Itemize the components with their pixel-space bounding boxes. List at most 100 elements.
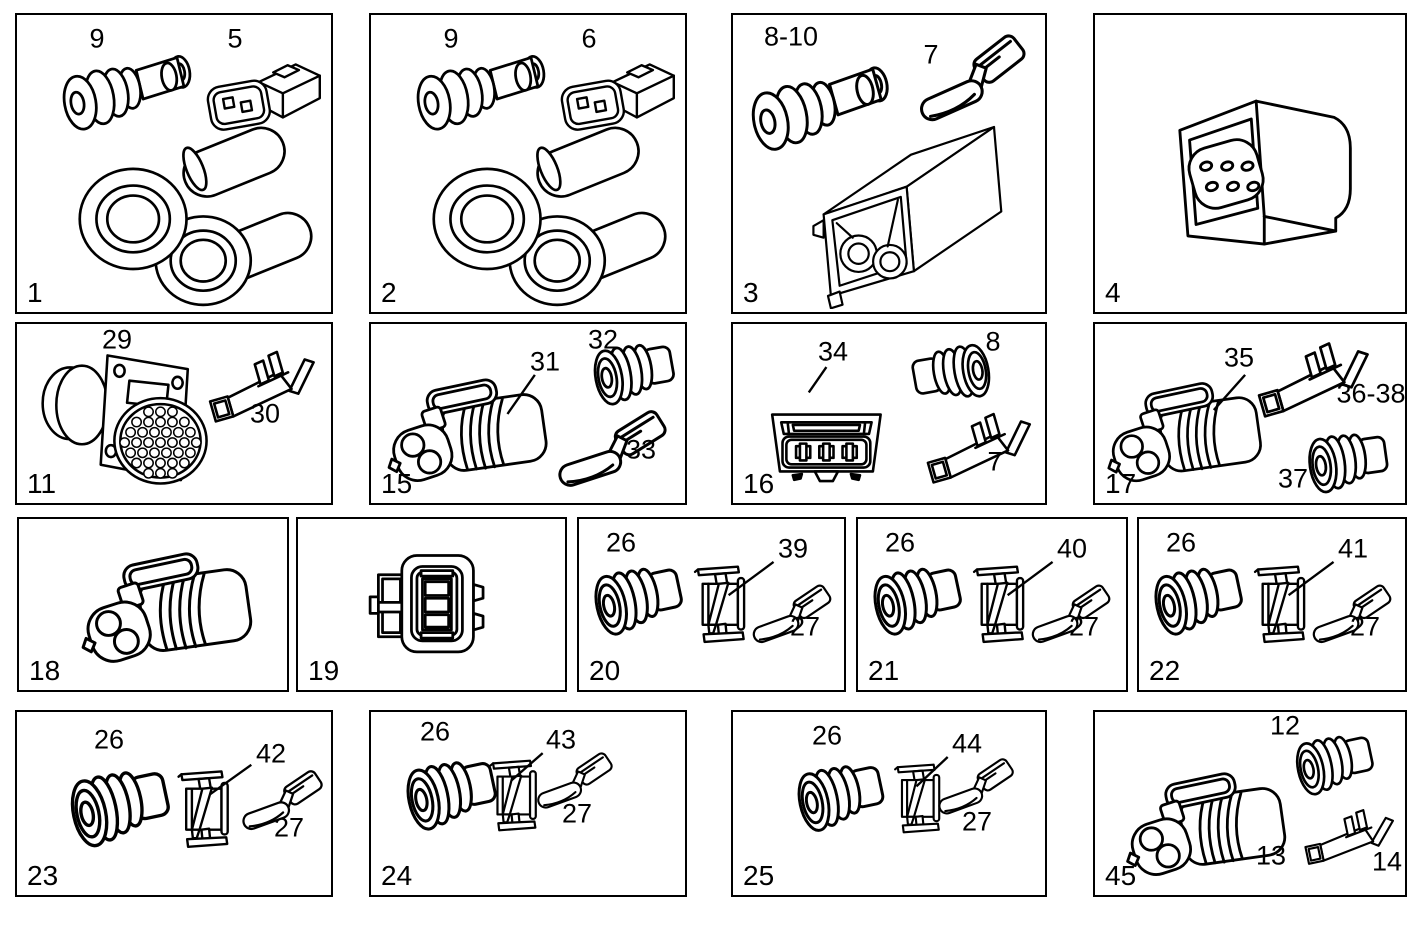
part-ref-label: 26 <box>811 720 843 751</box>
part-ref-label: 7 <box>923 39 939 70</box>
part-ref-label: 27 <box>1068 611 1100 642</box>
part-ref-label: 9 <box>443 23 459 54</box>
sleeve-connector-drawing <box>972 565 1025 644</box>
part-ref-label: 7 <box>987 446 1003 477</box>
panel-art <box>1125 728 1400 881</box>
round-seal-drawing <box>589 559 688 639</box>
panel-art <box>746 15 1045 310</box>
part-ref-label: 29 <box>101 324 133 355</box>
panel-number-label: 23 <box>27 860 59 891</box>
cable-seal-drawing <box>58 53 198 134</box>
panel-20: 26 39 27 20 <box>577 517 846 692</box>
2-way-housing-drawing <box>812 125 1003 310</box>
part-ref-label: 14 <box>1371 846 1403 877</box>
leader-line <box>1212 374 1246 411</box>
panel-number-label: 45 <box>1105 860 1137 891</box>
part-ref-label: 41 <box>1337 533 1369 564</box>
panel-art <box>41 341 324 485</box>
panel-art <box>589 559 839 646</box>
round-seal-drawing <box>909 340 995 409</box>
round-seal-drawing <box>401 752 502 834</box>
panel-number-label: 21 <box>868 655 900 686</box>
double-cable-boot-drawing <box>78 125 318 307</box>
3-way-connector-drawing <box>770 413 882 483</box>
round-seal-drawing <box>65 762 175 851</box>
part-ref-label: 43 <box>545 724 577 755</box>
panel-art <box>770 340 1040 484</box>
box-terminal-drawing <box>918 403 1040 484</box>
leader-line <box>506 374 536 415</box>
panel-number-label: 20 <box>589 655 621 686</box>
part-ref-label: 26 <box>419 716 451 747</box>
part-ref-label: 42 <box>255 738 287 769</box>
part-ref-label: 37 <box>1277 463 1309 494</box>
panel-1: 9 5 1 <box>15 13 333 314</box>
part-ref-label: 26 <box>1165 527 1197 558</box>
panel-18: 18 <box>17 517 289 692</box>
sleeve-connector-drawing <box>1253 565 1306 644</box>
part-ref-label: 8 <box>985 326 1001 357</box>
panel-art <box>401 748 620 834</box>
double-cable-boot-drawing <box>432 125 672 307</box>
panel-art <box>412 53 676 307</box>
panel-number-label: 1 <box>27 277 43 308</box>
part-ref-label: 26 <box>93 724 125 755</box>
panel-19: 19 <box>296 517 567 692</box>
panel-art <box>1106 332 1392 496</box>
part-ref-label: 39 <box>777 533 809 564</box>
part-ref-label: 44 <box>951 728 983 759</box>
part-ref-label: 31 <box>529 346 561 377</box>
panel-art <box>58 53 322 307</box>
part-ref-label: 30 <box>249 398 281 429</box>
3-way-connector-front-drawing <box>368 553 485 654</box>
part-ref-label: 40 <box>1056 533 1088 564</box>
6-way-connector-drawing <box>1178 99 1352 246</box>
panel-number-label: 24 <box>381 860 413 891</box>
part-ref-label: 6 <box>581 23 597 54</box>
flanged-multipin-connector-drawing <box>41 354 208 485</box>
part-ref-label: 26 <box>605 527 637 558</box>
panel-number-label: 2 <box>381 277 397 308</box>
2-way-tower-connector-drawing <box>80 550 255 668</box>
round-seal-drawing <box>1149 559 1248 639</box>
part-ref-label: 27 <box>961 806 993 837</box>
panel-25: 26 44 27 25 <box>731 710 1047 897</box>
panel-number-label: 17 <box>1105 468 1137 499</box>
cable-seal-drawing <box>412 53 552 134</box>
2-way-tower-connector-drawing <box>386 376 550 487</box>
sleeve-connector-drawing <box>693 565 746 644</box>
leader-line <box>1006 561 1054 597</box>
part-ref-label: 27 <box>789 611 821 642</box>
part-ref-label: 9 <box>89 23 105 54</box>
sleeve-connector-drawing <box>893 763 941 834</box>
part-ref-label: 36-38 <box>1336 378 1406 409</box>
panel-number-label: 19 <box>308 655 340 686</box>
leader-line <box>510 752 544 782</box>
2-way-plug-drawing <box>204 63 322 134</box>
part-ref-label: 5 <box>227 23 243 54</box>
part-ref-label: 12 <box>1269 710 1301 741</box>
part-ref-label: 32 <box>587 324 619 355</box>
panel-art <box>65 762 331 851</box>
panel-2: 9 6 2 <box>369 13 687 314</box>
cable-seal-drawing <box>746 64 898 155</box>
2-way-plug-drawing <box>558 63 676 134</box>
panel-art <box>868 559 1118 646</box>
panel-art <box>1178 99 1352 246</box>
panel-4: 4 <box>1093 13 1407 314</box>
part-ref-label: 34 <box>817 336 849 367</box>
panel-number-label: 25 <box>743 860 775 891</box>
sleeve-connector-drawing <box>488 759 538 832</box>
leader-line <box>1287 561 1335 597</box>
round-seal-drawing <box>1304 428 1392 496</box>
round-seal-drawing <box>1291 728 1378 799</box>
panel-number-label: 11 <box>27 468 57 499</box>
leader-line <box>727 561 775 597</box>
part-ref-label: 33 <box>625 434 657 465</box>
